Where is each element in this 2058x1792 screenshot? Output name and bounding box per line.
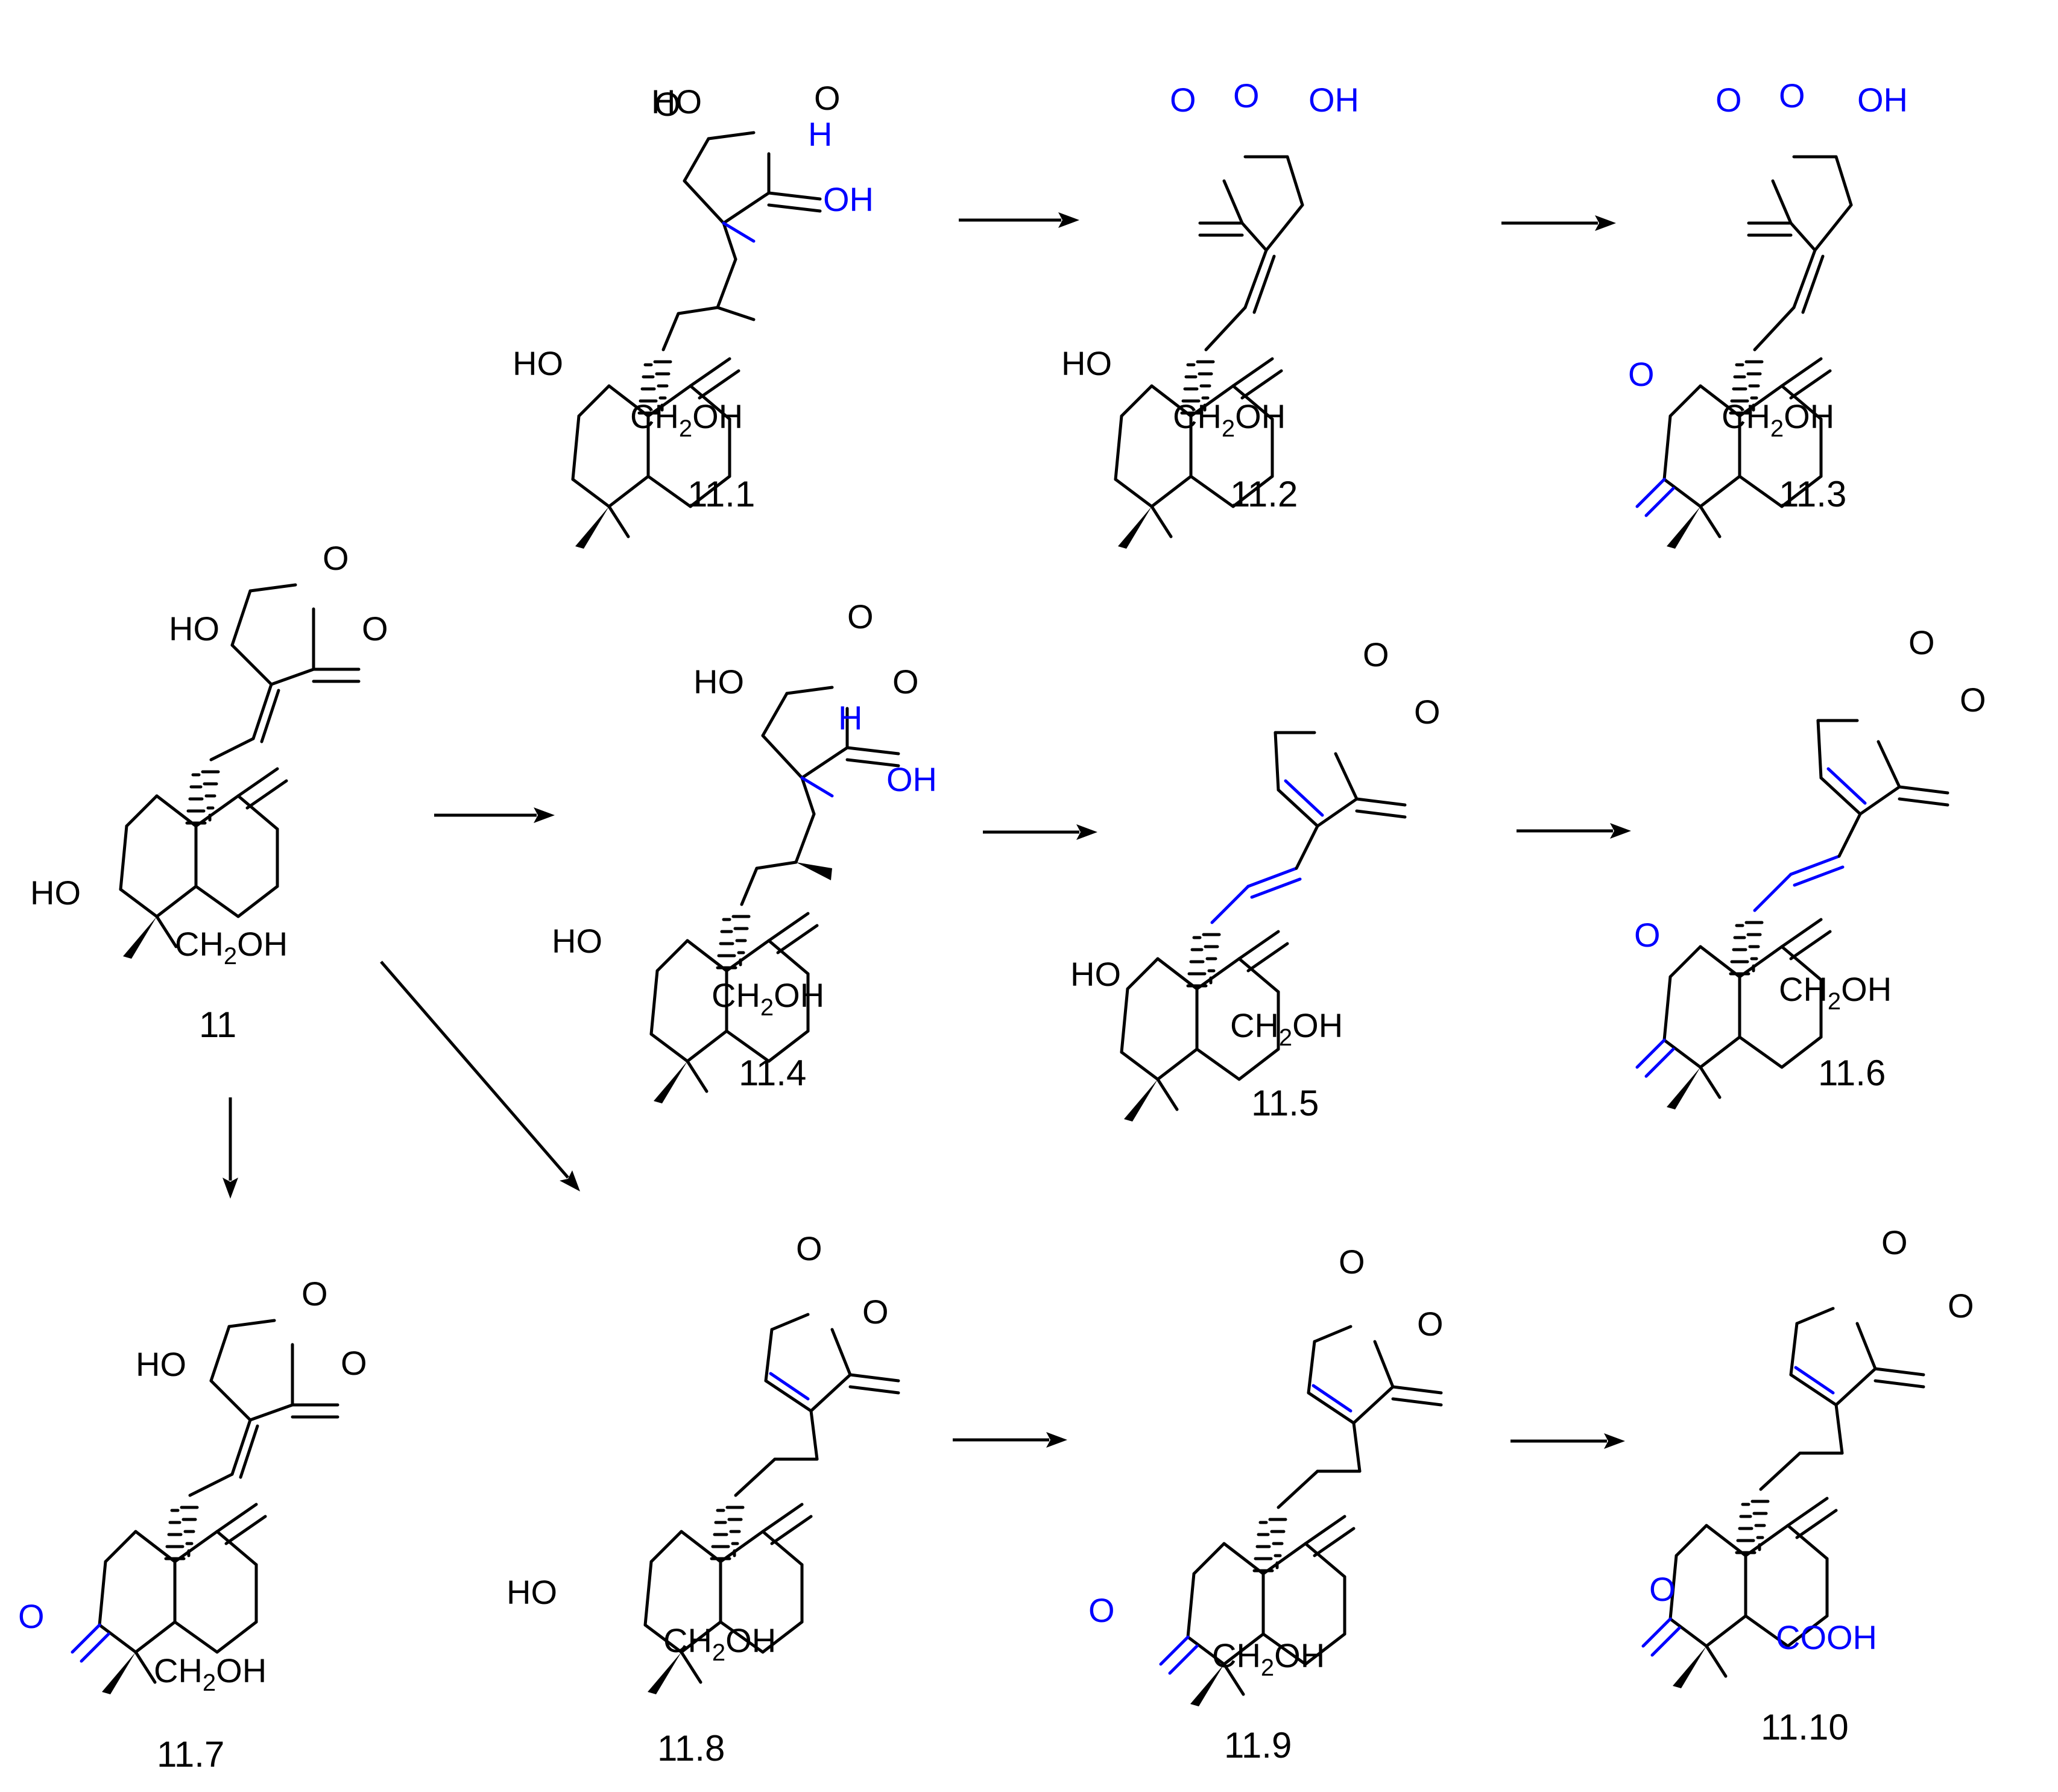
atom-labels: O O HO H OH HO CH2OH 11.1 O O OH HO CH2O…	[18, 77, 1986, 1775]
c3-ketone-label: O	[1634, 916, 1661, 954]
c3-hydroxyl-label: HO	[30, 874, 81, 912]
compound-label-11-4: 11.4	[739, 1053, 806, 1093]
carbonyl-oxygen-label: O	[1948, 1287, 1974, 1325]
compound-label-11-1: 11.1	[687, 474, 755, 514]
c19-label: CH2OH	[712, 976, 824, 1021]
compound-label-11-5: 11.5	[1251, 1083, 1319, 1123]
carbonyl-oxygen-label: O	[1170, 81, 1196, 119]
compound-label-11-8: 11.8	[657, 1728, 725, 1768]
reaction-arrows	[223, 212, 1631, 1449]
compound-11-9	[1159, 1325, 1443, 1706]
compound-11-8	[645, 1313, 900, 1694]
carbonyl-oxygen-label: O	[862, 1293, 889, 1331]
carbonyl-oxygen-label: O	[892, 663, 919, 701]
c15-hydroxyl-label: HO	[136, 1345, 186, 1383]
compound-11-10	[1641, 1307, 1925, 1688]
arrow-11-to-11-7	[223, 1097, 238, 1199]
c19-label: CH2OH	[1779, 970, 1892, 1015]
c19-label: CH2OH	[1173, 397, 1286, 442]
compound-11-5	[1122, 731, 1407, 1122]
c15-hydroxyl-label: HO	[651, 83, 702, 121]
compound-label-11: 11	[199, 1005, 236, 1045]
c12-hydroxyl-label: OH	[823, 180, 874, 218]
c12-hydrogen-label: H	[808, 115, 832, 153]
compound-11-2	[1116, 155, 1304, 549]
ring-oxygen-label: O	[1339, 1243, 1365, 1281]
c19-label: CH2OH	[630, 397, 743, 442]
c3-ketone-label: O	[1628, 355, 1655, 393]
c19-label: CH2OH	[175, 925, 288, 970]
compound-11-4	[651, 686, 900, 1103]
ring-oxygen-label: O	[323, 539, 349, 577]
ring-oxygen-label: O	[301, 1275, 328, 1313]
c19-label: CH2OH	[663, 1621, 776, 1666]
c15-hydroxyl-label: HO	[169, 610, 219, 648]
c15-hydroxyl-label: HO	[693, 663, 744, 701]
ring-oxygen-label: O	[654, 85, 681, 123]
ring-oxygen-label: O	[1233, 77, 1260, 115]
c19-carboxyl-label: COOH	[1776, 1618, 1877, 1656]
compound-11-3	[1635, 155, 1853, 549]
c3-hydroxyl-label: HO	[552, 922, 602, 960]
arrow-11-to-11-4	[434, 807, 555, 823]
c3-hydroxyl-label: HO	[1061, 344, 1112, 382]
compound-label-11-2: 11.2	[1230, 474, 1298, 514]
ring-oxygen-label: O	[1779, 77, 1805, 115]
c19-label: CH2OH	[1230, 1006, 1343, 1051]
arrow-11-1-to-11-2	[959, 212, 1079, 228]
compound-11-6	[1635, 719, 1949, 1109]
c3-hydroxyl-label: HO	[1070, 955, 1121, 993]
arrow-11-4-to-11-5	[983, 824, 1097, 840]
c12-hydrogen-label: H	[838, 699, 862, 737]
c15-hydroxyl-label: OH	[1308, 81, 1359, 119]
c15-hydroxyl-label: OH	[1857, 81, 1908, 119]
carbonyl-oxygen-label: O	[1960, 681, 1986, 719]
carbonyl-oxygen-label: O	[1417, 1305, 1444, 1343]
carbonyl-oxygen-label: O	[1414, 693, 1441, 731]
c3-ketone-label: O	[18, 1597, 45, 1635]
carbonyl-oxygen-label: O	[814, 79, 841, 117]
compound-label-11-6: 11.6	[1818, 1053, 1886, 1093]
compound-11	[121, 585, 359, 959]
arrow-11-2-to-11-3	[1501, 215, 1616, 231]
compound-label-11-3: 11.3	[1779, 474, 1846, 514]
c3-hydroxyl-label: HO	[507, 1573, 557, 1611]
c3-hydroxyl-label: HO	[513, 344, 563, 382]
c12-hydroxyl-label: OH	[886, 760, 937, 798]
compound-label-11-7: 11.7	[157, 1734, 224, 1775]
compound-11-1	[573, 131, 822, 549]
ring-oxygen-label: O	[1881, 1223, 1908, 1261]
c19-label: CH2OH	[1212, 1636, 1325, 1681]
compound-11-7	[71, 1320, 338, 1694]
compound-label-11-9: 11.9	[1224, 1725, 1292, 1765]
carbonyl-oxygen-label: O	[1716, 81, 1742, 119]
carbonyl-oxygen-label: O	[341, 1344, 367, 1382]
arrow-11-8-to-11-9	[953, 1432, 1067, 1448]
ring-oxygen-label: O	[1908, 623, 1935, 661]
arrow-11-to-11-8	[380, 961, 580, 1191]
c19-label: CH2OH	[1722, 397, 1834, 442]
c3-ketone-label: O	[1649, 1570, 1676, 1608]
compound-label-11-10: 11.10	[1761, 1707, 1849, 1747]
arrow-11-9-to-11-10	[1510, 1433, 1625, 1449]
arrow-11-5-to-11-6	[1517, 823, 1631, 839]
ring-oxygen-label: O	[796, 1229, 822, 1267]
ring-oxygen-label: O	[1363, 636, 1389, 674]
c19-label: CH2OH	[154, 1652, 267, 1696]
ring-oxygen-label: O	[847, 598, 874, 636]
c3-ketone-label: O	[1088, 1591, 1115, 1629]
carbonyl-oxygen-label: O	[362, 610, 388, 648]
